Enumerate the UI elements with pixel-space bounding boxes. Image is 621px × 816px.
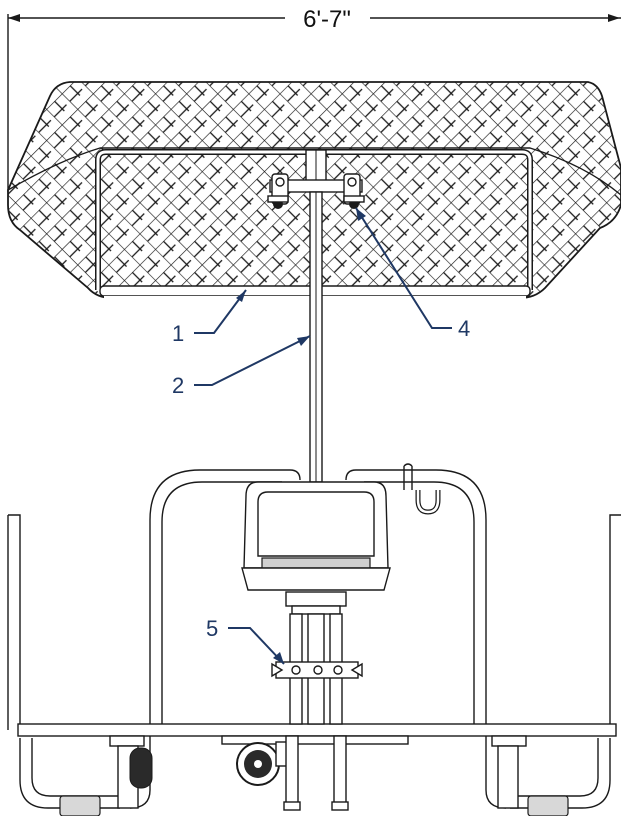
callout-1: 1 [172, 289, 247, 346]
left-upright [8, 514, 21, 730]
callout-2-leader [194, 335, 311, 386]
overall-width-label: 6'-7" [303, 6, 351, 33]
callout-4-arrow [356, 208, 366, 221]
post-clamp-hole-center [313, 665, 323, 675]
right-lower-loop-outer [510, 738, 611, 809]
canopy-fold-line [7, 147, 621, 196]
callout-2: 2 [172, 335, 311, 398]
seat-base [241, 567, 391, 591]
callout-5-leader [228, 627, 285, 665]
callout-4-leader [355, 207, 452, 329]
left-hoop-inner [161, 481, 282, 730]
seat-post-assembly [271, 613, 363, 811]
seat [241, 481, 391, 615]
callout-5: 5 [206, 616, 285, 665]
overall-width-dimension: 6'-7" [7, 6, 621, 192]
left-roller-icon [129, 747, 153, 789]
bracket-nut-left [267, 195, 289, 203]
post-clamp-wing-left [271, 662, 284, 678]
right-upright [609, 514, 621, 730]
platform-clamp-left [109, 735, 145, 747]
platform-plate [17, 723, 617, 737]
platform-clamp-right [491, 735, 527, 747]
bracket-bolt-right-top [347, 177, 357, 187]
callout-1-number: 1 [172, 321, 184, 346]
callout-1-leader [194, 289, 247, 334]
right-lower-loop-inner [510, 738, 599, 797]
right-hoop-inner [364, 481, 475, 730]
seat-back-inner [257, 491, 375, 557]
callout-1-arrow [236, 290, 246, 302]
base-frame [7, 463, 621, 816]
left-lower-loop-inner [31, 738, 120, 797]
bracket-bolt-left-top [275, 177, 285, 187]
canopy-pole [309, 191, 323, 483]
callout-2-number: 2 [172, 373, 184, 398]
hook-post [403, 463, 413, 490]
lower-foot-right [331, 801, 349, 811]
callout-5-number: 5 [206, 616, 218, 641]
lower-foot-left [283, 801, 301, 811]
left-hoop-outer [149, 469, 301, 730]
lower-leg-right [333, 735, 347, 805]
dimension-arrow-left [8, 14, 20, 22]
wheel-axle [254, 760, 262, 768]
platform-center-bracket [221, 735, 409, 745]
post-clamp-wing-right [350, 662, 363, 678]
dimension-arrow-right [608, 14, 620, 22]
canopy-bracket [267, 149, 365, 209]
right-hoop-outer [345, 469, 487, 730]
callout-4: 4 [355, 207, 470, 341]
bracket-nut-right [343, 195, 365, 203]
right-support-leg [497, 745, 519, 809]
post-clamp-hole-left [291, 665, 301, 675]
seat-mount-plate [285, 591, 347, 607]
seat-cushion-edge [261, 557, 371, 569]
left-lower-loop-outer [19, 738, 120, 809]
right-foot-pad [527, 795, 569, 816]
callout-5-arrow [273, 652, 284, 664]
left-foot-pad [59, 795, 101, 816]
callout-4-number: 4 [458, 316, 470, 341]
post-clamp-hole-right [333, 665, 343, 675]
wheel [236, 741, 289, 786]
callout-2-arrow [297, 336, 310, 346]
lower-leg-left [285, 735, 299, 805]
seat-swivel [291, 605, 341, 615]
hook-inner [416, 490, 440, 514]
